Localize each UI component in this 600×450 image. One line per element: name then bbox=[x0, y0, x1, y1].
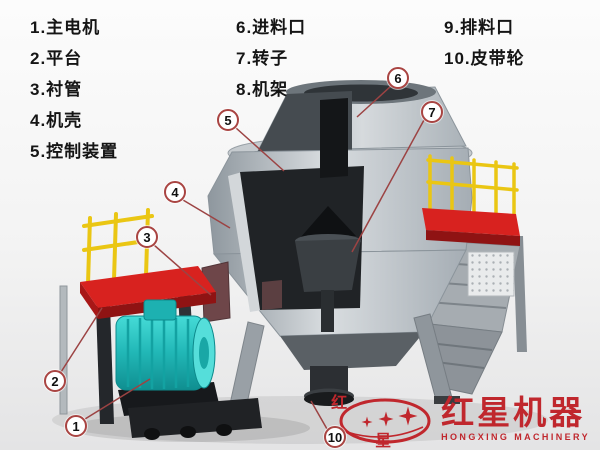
right-platform-assembly bbox=[422, 154, 520, 246]
machine-body bbox=[201, 80, 473, 412]
motor-assembly bbox=[115, 299, 262, 440]
frame-leg-left bbox=[229, 321, 265, 409]
legend-item-2: 2.平台 bbox=[30, 49, 83, 68]
logo-text: 红星机器 HONGXING MACHINERY bbox=[441, 393, 590, 447]
main-motor bbox=[115, 299, 216, 391]
legend-item-3: 3.衬管 bbox=[30, 80, 83, 99]
logo-mark: 红 星 bbox=[331, 394, 433, 450]
callout-2: 2 bbox=[44, 370, 66, 392]
right-railing bbox=[426, 154, 519, 220]
legend-item-7: 7.转子 bbox=[236, 49, 289, 68]
legend-item-10: 10.皮带轮 bbox=[444, 49, 525, 68]
logo-char-hong: 红 bbox=[331, 395, 348, 412]
feed-tube bbox=[320, 98, 348, 178]
leader-lines bbox=[60, 85, 425, 430]
brand-name: 红星机器 bbox=[441, 393, 586, 431]
callout-6: 6 bbox=[387, 67, 409, 89]
brand-subtitle: HONGXING MACHINERY bbox=[441, 432, 590, 443]
cutaway-interior bbox=[201, 98, 364, 332]
left-platform bbox=[80, 266, 216, 308]
legend-column-2: 6.进料口 7.转子 8.机架 bbox=[236, 12, 306, 105]
legend-item-9: 9.排料口 bbox=[444, 18, 515, 37]
legend-item-4: 4.机壳 bbox=[30, 111, 83, 130]
callout-1: 1 bbox=[65, 415, 87, 437]
callout-10: 10 bbox=[324, 426, 346, 448]
logo-char-xing: 星 bbox=[375, 433, 392, 450]
legend-item-8: 8.机架 bbox=[236, 80, 289, 99]
callout-3: 3 bbox=[136, 226, 158, 248]
legend-item-1: 1.主电机 bbox=[30, 18, 101, 37]
legend-column-3: 9.排料口 10.皮带轮 bbox=[444, 12, 525, 74]
legend-column-1: 1.主电机 2.平台 3.衬管 4.机壳 5.控制装置 bbox=[30, 12, 118, 167]
callout-5: 5 bbox=[217, 109, 239, 131]
legend-item-6: 6.进料口 bbox=[236, 18, 307, 37]
callout-7: 7 bbox=[421, 101, 443, 123]
legend-item-5: 5.控制装置 bbox=[30, 142, 119, 161]
logo-ellipse-stars-icon bbox=[339, 398, 431, 444]
brand-logo: 红 星 红星机器 HONGXING MACHINERY bbox=[331, 393, 590, 450]
right-platform bbox=[422, 208, 520, 236]
rotor bbox=[295, 239, 361, 292]
callout-4: 4 bbox=[164, 181, 186, 203]
